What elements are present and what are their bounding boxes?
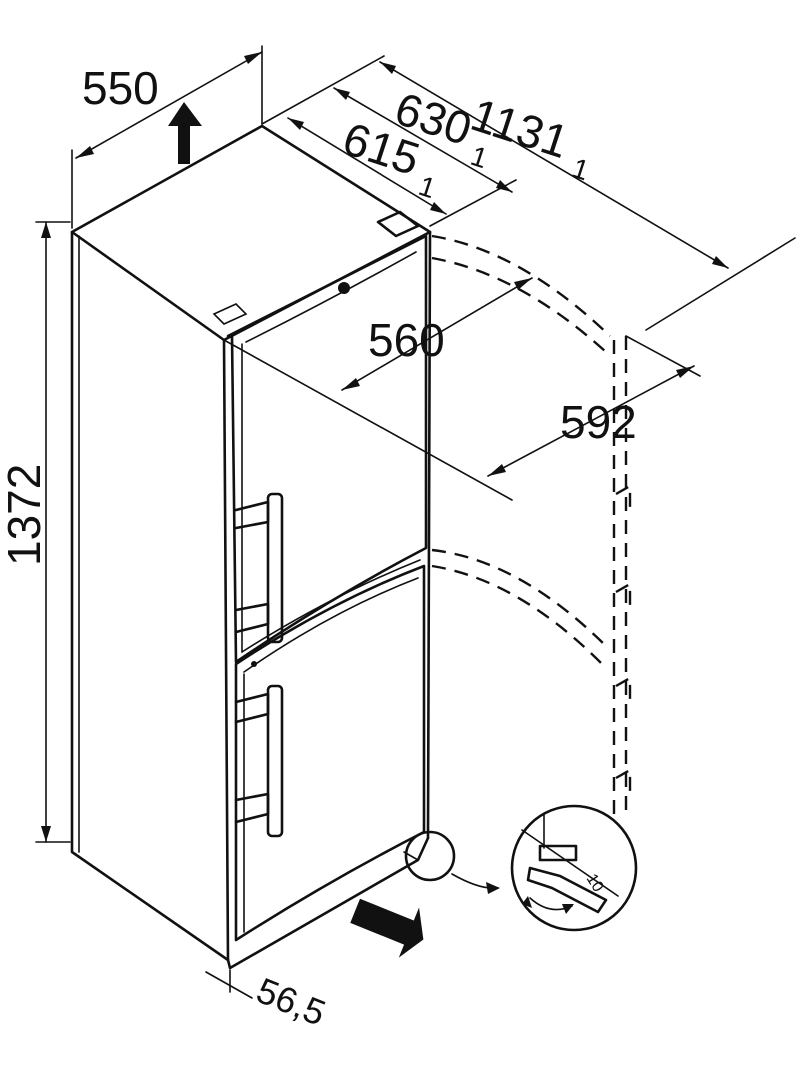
swing-handle-2 (615, 581, 632, 606)
upper-handle-top-bracket (234, 500, 270, 530)
upper-door-top-edge (245, 251, 417, 343)
label-depth-body-note: 1 (415, 170, 439, 204)
dim-630-arrow-a (334, 88, 350, 100)
lower-hinge-dot (251, 661, 257, 667)
top-hinge (376, 210, 420, 238)
label-wrench-size: 10 (583, 871, 607, 895)
dim-1131-arrow-b (712, 256, 728, 268)
middle-hinge (212, 303, 248, 325)
dim-560-arrow-a (342, 378, 360, 390)
dim-1372-arrow-top (41, 222, 51, 238)
dim-615-ext-top (261, 55, 385, 125)
fridge-side-face (70, 230, 230, 962)
upper-door-handle (266, 492, 284, 644)
lock-dot-icon (338, 282, 350, 294)
fridge-base (226, 836, 430, 970)
lower-handle-top-bracket (234, 692, 270, 724)
lower-handle-bottom-bracket (234, 792, 270, 824)
lower-door-handle (266, 684, 284, 838)
label-handle-offset: 56,5 (251, 969, 331, 1033)
label-inner-width: 560 (368, 314, 445, 366)
swing-handle-1 (615, 483, 632, 508)
label-open-width: 592 (560, 396, 637, 448)
dim-560-arrow-b (514, 278, 532, 290)
dim-615-line (287, 117, 447, 215)
label-depth-open-note: 1 (467, 140, 491, 174)
dim-550-arrow-right (244, 52, 262, 64)
dim-592-line (487, 365, 695, 477)
dim-592-arrow-b (676, 366, 694, 378)
swing-top-arc-inner (431, 256, 607, 353)
upper-door-bottom-edge (241, 559, 421, 653)
detail-leader-arrow (486, 882, 500, 894)
dim-550-arrow-left (76, 146, 94, 158)
up-arrow-icon (168, 102, 202, 164)
dim-630-line (333, 87, 513, 193)
dimension-lines (35, 45, 796, 999)
dim-550-line (75, 51, 263, 159)
upper-door (212, 210, 428, 664)
dim-615-arrow-a (288, 118, 304, 130)
label-depth-total-note: 1 (568, 152, 592, 186)
swing-top-arc (431, 234, 611, 337)
dim-560-ext (223, 339, 513, 501)
rotation-arrow-b (562, 904, 574, 914)
rotation-arrow-a (522, 896, 532, 908)
upper-handle-bottom-bracket (234, 602, 270, 634)
dim-560-line (341, 277, 533, 391)
dim-1131-line (379, 61, 729, 269)
foot-detail-circle (404, 830, 456, 882)
swing-handle-3 (615, 675, 632, 700)
dim-615-ext (429, 179, 517, 227)
fridge-body (70, 124, 432, 970)
zoom-foot-nut (538, 844, 578, 862)
label-height: 1372 (0, 464, 50, 566)
swing-handle-4 (615, 767, 632, 792)
dim-1131-ext (645, 237, 796, 331)
lower-door-panel (234, 564, 426, 942)
dim-565-line (205, 971, 253, 999)
lower-door-top-edge (243, 577, 419, 673)
dim-615-arrow-b (430, 202, 446, 214)
indicator-arrows (168, 102, 424, 958)
push-arrow-icon (350, 898, 424, 958)
wrench-icon (526, 866, 608, 914)
upper-door-panel (226, 234, 428, 664)
lower-door (234, 564, 426, 942)
zoom-circle (510, 804, 638, 932)
swing-mid-arc (431, 548, 609, 649)
dim-592-arrow-a (488, 464, 506, 476)
door-swing-outline (431, 234, 632, 820)
dim-1131-arrow-a (380, 62, 396, 74)
front-right-edge (426, 230, 432, 840)
dim-1372-arrow-bottom (41, 826, 51, 842)
foot-detail (404, 804, 638, 932)
label-width: 550 (82, 62, 159, 114)
front-left-edge (222, 338, 230, 962)
zoom-floor-line (521, 829, 619, 897)
dimension-labels: 550 1131 1 630 1 615 1 560 592 1372 56,5… (0, 62, 637, 1034)
swing-mid-arc-inner (431, 564, 607, 669)
